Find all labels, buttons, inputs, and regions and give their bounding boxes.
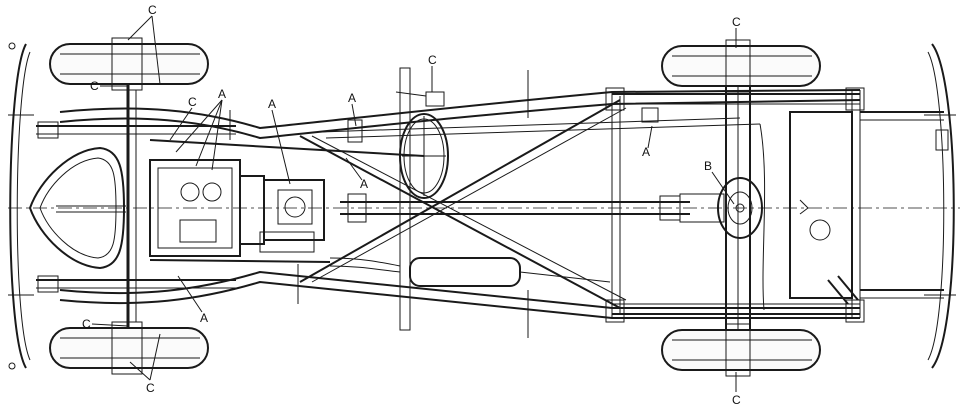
label-a: A: [218, 87, 226, 101]
propeller-shaft: [340, 193, 690, 223]
callout-labels: C C C A A A A C A B C C A C C: [82, 3, 741, 407]
front-right-wheel: [49, 321, 209, 375]
label-c: C: [90, 79, 99, 93]
label-c: C: [732, 15, 741, 29]
label-b: B: [704, 159, 712, 173]
exhaust-system: [149, 257, 611, 287]
label-c: C: [82, 317, 91, 331]
rear-axle: [605, 85, 865, 331]
label-a: A: [200, 311, 208, 325]
rear-frame: [611, 90, 949, 318]
rear-right-wheel: [661, 323, 821, 377]
frame-right-rail: [59, 270, 860, 319]
rear-left-wheel: [661, 39, 821, 93]
fuel-filler: [827, 275, 859, 305]
steering: [149, 91, 449, 199]
label-a: A: [360, 177, 368, 191]
label-c: C: [428, 53, 437, 67]
front-bumper: [8, 42, 34, 370]
label-a: A: [348, 91, 356, 105]
cross-rods: [229, 67, 529, 338]
label-c: C: [148, 3, 157, 17]
leader-lines: [91, 15, 737, 392]
radiator-shell: [28, 146, 126, 270]
label-a: A: [642, 145, 650, 159]
label-c: C: [732, 393, 741, 407]
front-left-wheel: [49, 37, 209, 91]
brake-rods: [319, 107, 766, 311]
engine: [149, 159, 325, 257]
rear-bumper: [924, 43, 956, 369]
label-c: C: [188, 95, 197, 109]
frame-left-rail: [59, 89, 861, 140]
label-c: C: [146, 381, 155, 395]
label-a: A: [268, 97, 276, 111]
front-axle: [36, 84, 236, 328]
